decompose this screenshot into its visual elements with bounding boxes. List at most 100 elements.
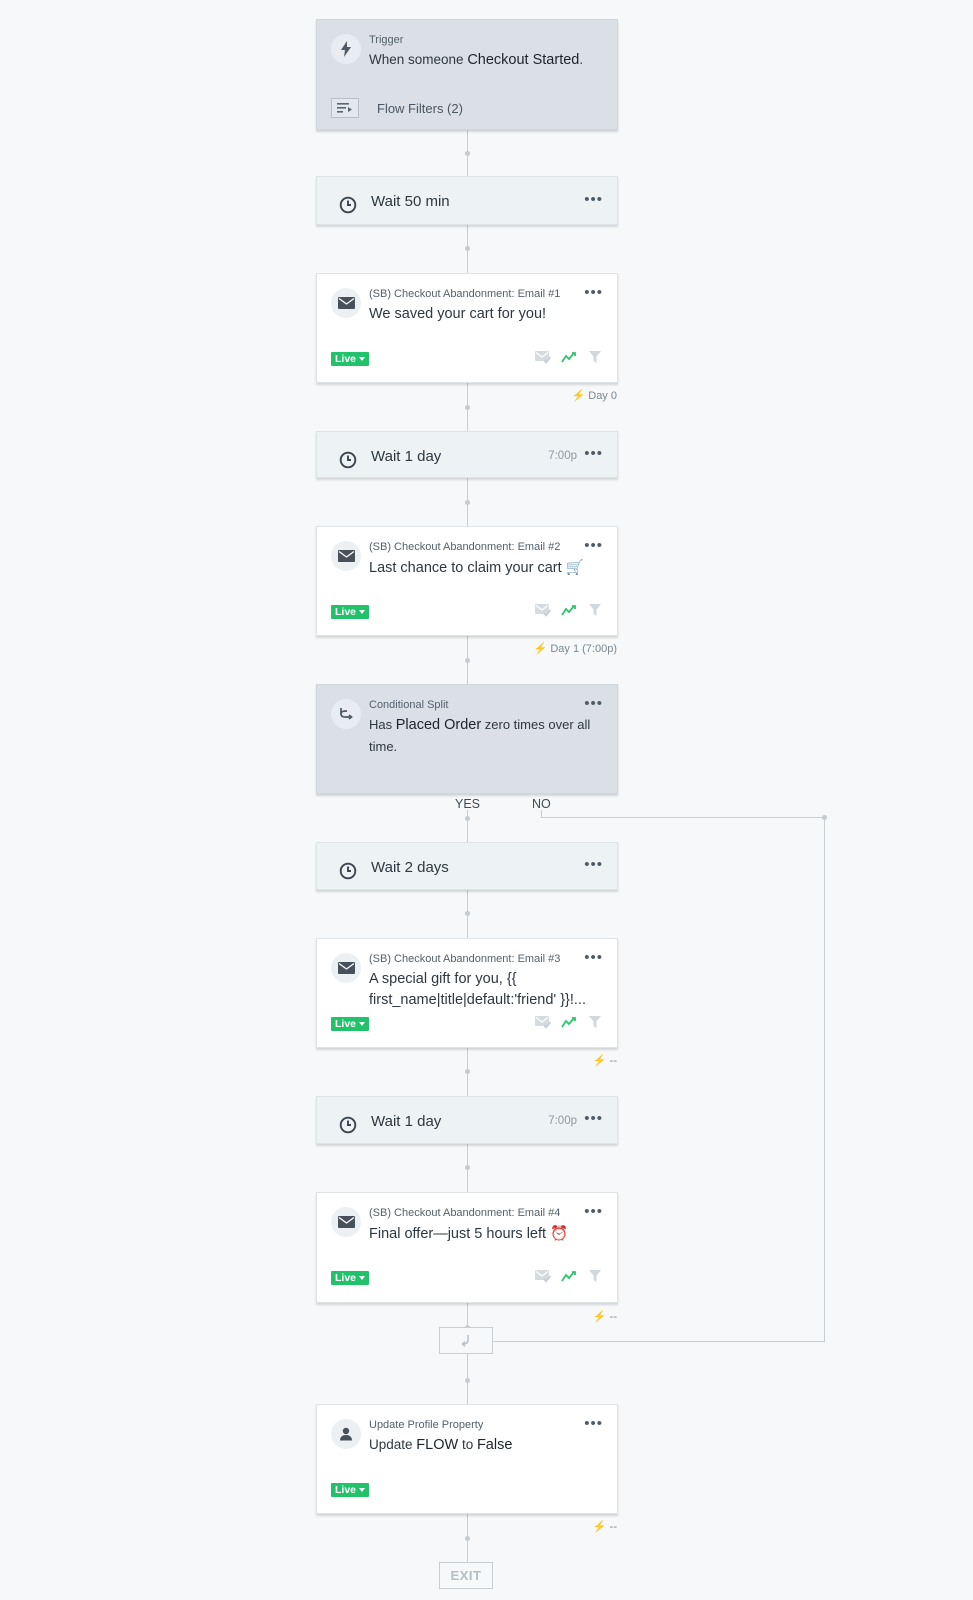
- live-status-dropdown[interactable]: Live: [331, 605, 370, 619]
- day-label: ⚡ --: [592, 1055, 617, 1067]
- envelope-icon: [331, 1207, 361, 1237]
- live-status-dropdown[interactable]: Live: [331, 1017, 370, 1031]
- split-icon: [331, 699, 361, 729]
- clock-icon: [333, 445, 363, 475]
- no-branch-label: NO: [532, 797, 551, 811]
- email-step[interactable]: (SB) Checkout Abandonment: Email #4 Fina…: [316, 1192, 618, 1303]
- trigger-label: Trigger: [369, 34, 404, 46]
- live-status-dropdown[interactable]: Live: [331, 352, 370, 366]
- smart-sending-icon[interactable]: [535, 603, 551, 617]
- update-profile-label: Update Profile Property: [369, 1419, 484, 1431]
- wait-step[interactable]: Wait 50 min •••: [316, 176, 618, 225]
- split-label: Conditional Split: [369, 699, 449, 711]
- smart-sending-icon[interactable]: [535, 1269, 551, 1283]
- split-condition-continued: time.: [369, 739, 398, 754]
- filter-icon[interactable]: [587, 603, 603, 617]
- filter-icon[interactable]: [587, 1015, 603, 1029]
- connector-dot: [465, 658, 470, 663]
- wait-time-of-day: 7:00p: [548, 450, 577, 462]
- step-menu-button[interactable]: •••: [584, 1110, 603, 1127]
- merge-icon: [461, 1334, 469, 1347]
- wait-step[interactable]: Wait 1 day 7:00p •••: [316, 431, 618, 478]
- email-step[interactable]: (SB) Checkout Abandonment: Email #3 A sp…: [316, 938, 618, 1048]
- email-step[interactable]: (SB) Checkout Abandonment: Email #1 We s…: [316, 273, 618, 383]
- connector-dot: [465, 1069, 470, 1074]
- day-label: ⚡ Day 1 (7:00p): [533, 643, 617, 655]
- clock-icon: [333, 856, 363, 886]
- bolt-icon: [331, 34, 361, 64]
- email-stats: [535, 350, 603, 364]
- email-name: (SB) Checkout Abandonment: Email #2: [369, 541, 561, 553]
- envelope-icon: [331, 541, 361, 571]
- wait-step[interactable]: Wait 2 days •••: [316, 842, 618, 890]
- email-subject: Last chance to claim your cart 🛒: [369, 560, 584, 576]
- step-menu-button[interactable]: •••: [584, 191, 603, 208]
- wait-step[interactable]: Wait 1 day 7:00p •••: [316, 1096, 618, 1144]
- wait-duration: Wait 1 day: [371, 448, 442, 465]
- connector: [467, 810, 468, 842]
- filter-icon[interactable]: [587, 1269, 603, 1283]
- no-branch-connector: [493, 1341, 825, 1342]
- update-profile-step[interactable]: Update Profile Property Update FLOW to F…: [316, 1404, 618, 1514]
- connector-dot: [465, 405, 470, 410]
- envelope-icon: [331, 288, 361, 318]
- connector-dot: [465, 151, 470, 156]
- day-label: ⚡ Day 0: [571, 390, 617, 402]
- email-subject: A special gift for you, {{: [369, 971, 517, 987]
- clock-icon: [333, 190, 363, 220]
- split-condition: Has Placed Order zero times over all: [369, 717, 591, 733]
- no-branch-connector: [824, 817, 825, 1341]
- flow-filters-button[interactable]: Flow Filters (2): [331, 98, 463, 118]
- email-stats: [535, 1269, 603, 1283]
- smart-sending-icon[interactable]: [535, 350, 551, 364]
- live-status-dropdown[interactable]: Live: [331, 1271, 370, 1285]
- email-step[interactable]: (SB) Checkout Abandonment: Email #2 Last…: [316, 526, 618, 636]
- connector-dot: [465, 1165, 470, 1170]
- step-menu-button[interactable]: •••: [584, 1203, 603, 1220]
- smart-sending-icon[interactable]: [535, 1015, 551, 1029]
- wait-duration: Wait 1 day: [371, 1113, 442, 1130]
- analytics-icon[interactable]: [561, 1269, 577, 1283]
- trigger-card[interactable]: Trigger When someone Checkout Started. F…: [316, 19, 618, 130]
- wait-duration: Wait 50 min: [371, 193, 450, 210]
- flow-filters-label: Flow Filters (2): [377, 100, 463, 116]
- update-profile-description: Update FLOW to False: [369, 1437, 513, 1453]
- step-menu-button[interactable]: •••: [584, 1415, 603, 1432]
- connector-dot: [465, 500, 470, 505]
- clock-icon: [333, 1110, 363, 1140]
- conditional-split-card[interactable]: Conditional Split Has Placed Order zero …: [316, 684, 618, 794]
- step-menu-button[interactable]: •••: [584, 949, 603, 966]
- step-menu-button[interactable]: •••: [584, 284, 603, 301]
- step-menu-button[interactable]: •••: [584, 856, 603, 873]
- step-menu-button[interactable]: •••: [584, 445, 603, 462]
- email-subject-continued: first_name|title|default:'friend' }}!...: [369, 992, 586, 1008]
- analytics-icon[interactable]: [561, 1015, 577, 1029]
- exit-node: EXIT: [439, 1562, 493, 1589]
- email-name: (SB) Checkout Abandonment: Email #3: [369, 953, 561, 965]
- trigger-description: When someone Checkout Started.: [369, 52, 584, 68]
- wait-duration: Wait 2 days: [371, 859, 449, 876]
- email-subject: We saved your cart for you!: [369, 306, 547, 322]
- wait-time-of-day: 7:00p: [548, 1115, 577, 1127]
- email-stats: [535, 603, 603, 617]
- branch-join-node[interactable]: [439, 1327, 493, 1354]
- filter-icon[interactable]: [587, 350, 603, 364]
- step-menu-button[interactable]: •••: [584, 537, 603, 554]
- connector-dot: [465, 911, 470, 916]
- email-name: (SB) Checkout Abandonment: Email #1: [369, 288, 561, 300]
- filter-list-icon: [331, 98, 359, 118]
- connector: [467, 1303, 468, 1327]
- day-label: ⚡ --: [592, 1521, 617, 1533]
- analytics-icon[interactable]: [561, 350, 577, 364]
- envelope-icon: [331, 953, 361, 983]
- live-status-dropdown[interactable]: Live: [331, 1483, 370, 1497]
- analytics-icon[interactable]: [561, 603, 577, 617]
- no-branch-connector: [541, 817, 825, 818]
- step-menu-button[interactable]: •••: [584, 695, 603, 712]
- connector-dot: [465, 246, 470, 251]
- email-name: (SB) Checkout Abandonment: Email #4: [369, 1207, 561, 1219]
- email-subject: Final offer—just 5 hours left ⏰: [369, 1226, 569, 1242]
- yes-branch-label: YES: [455, 797, 481, 811]
- no-branch-connector: [541, 810, 542, 818]
